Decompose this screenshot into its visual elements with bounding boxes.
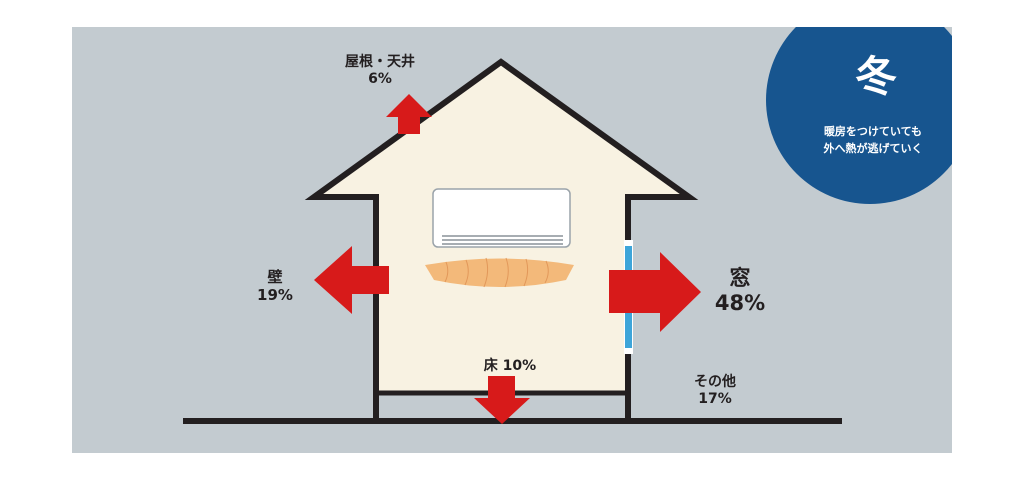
air-conditioner-icon xyxy=(432,188,571,248)
season-caption: 暖房をつけていても 外へ熱が逃げていく xyxy=(800,124,946,157)
floor-name-text: 床 xyxy=(483,358,503,374)
wall-heat-arrow xyxy=(314,246,389,314)
other-percent: 17% xyxy=(698,390,732,407)
roof-name: 屋根・天井 xyxy=(345,54,415,70)
floor-label: 床 10% xyxy=(455,358,565,375)
window-label: 窓 48% xyxy=(700,266,780,316)
season-caption-line2: 外へ熱が逃げていく xyxy=(823,141,923,155)
window-percent: 48% xyxy=(714,291,766,316)
warm-air-icon xyxy=(425,257,574,288)
other-name: その他 xyxy=(694,374,736,390)
floor-name: 床 10% xyxy=(455,358,565,375)
roof-percent: 6% xyxy=(368,70,392,87)
roof-heat-arrow xyxy=(386,94,432,134)
window-name: 窓 xyxy=(729,266,751,290)
wall-percent: 19% xyxy=(257,286,293,304)
season-badge xyxy=(766,27,952,204)
wall-name: 壁 xyxy=(267,268,283,286)
other-label: その他 17% xyxy=(670,374,760,408)
floor-heat-arrow xyxy=(474,376,530,424)
floor-percent: 10% xyxy=(502,358,537,374)
roof-label: 屋根・天井 6% xyxy=(325,54,435,88)
house-outline xyxy=(304,58,699,421)
season-caption-line1: 暖房をつけていても xyxy=(823,125,923,138)
window-heat-arrow xyxy=(609,252,701,332)
wall-label: 壁 19% xyxy=(240,268,310,304)
season-title: 冬 xyxy=(854,52,897,101)
